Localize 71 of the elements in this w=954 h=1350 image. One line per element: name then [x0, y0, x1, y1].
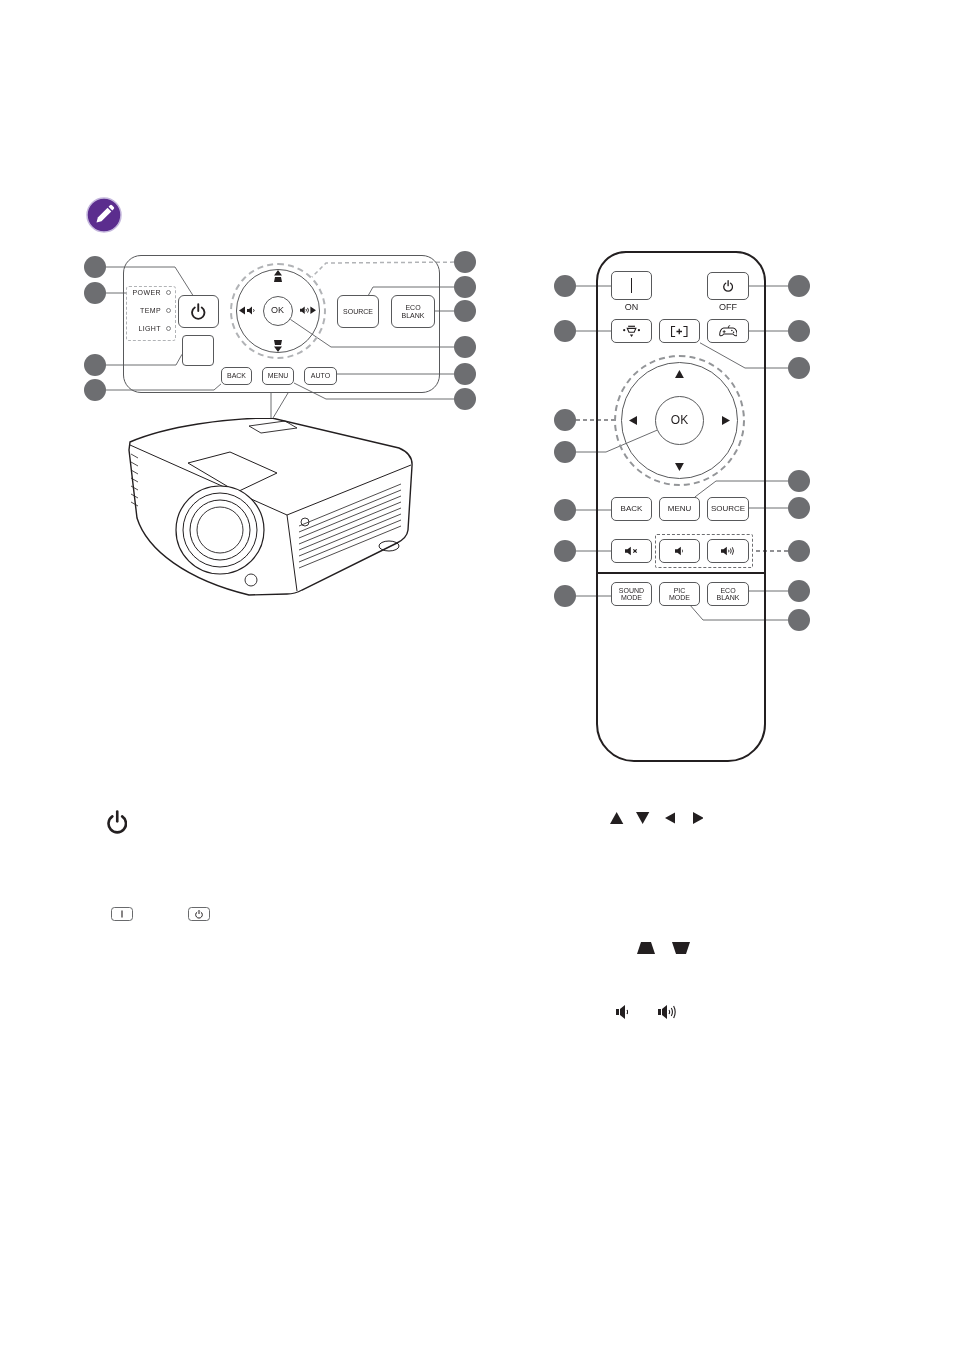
leader-line — [748, 590, 789, 592]
leader-line — [105, 353, 183, 366]
control-panel — [123, 255, 440, 393]
back-button: BACK — [611, 497, 652, 521]
volume-down-button — [658, 538, 700, 563]
leader-line — [105, 266, 194, 296]
callout-circle — [788, 357, 810, 379]
leader-line — [293, 382, 455, 400]
menu-button: MENU — [659, 497, 700, 521]
leader-line — [748, 507, 789, 509]
callout-circle — [454, 388, 476, 410]
callout-circle — [454, 276, 476, 298]
leader-line — [336, 373, 455, 375]
button-caption: OFF — [718, 302, 738, 313]
gamepad-button — [707, 319, 749, 343]
pointer-lines — [270, 392, 289, 419]
leader-line — [694, 480, 789, 498]
leader-line — [434, 310, 455, 312]
leader-line — [575, 595, 612, 597]
button-caption: ON — [623, 302, 640, 313]
callout-circle — [84, 354, 106, 376]
leader-line — [575, 550, 612, 552]
callout-circle — [84, 282, 106, 304]
leader-line — [289, 318, 455, 348]
callout-circle — [554, 499, 576, 521]
leader-line — [748, 285, 789, 287]
direction-pad — [614, 355, 745, 486]
leader-line — [575, 429, 658, 453]
leader-line — [368, 286, 455, 296]
callout-circle — [84, 256, 106, 278]
callout-circle — [554, 585, 576, 607]
callout-circle — [788, 580, 810, 602]
projector-illustration — [127, 418, 413, 596]
indicator-panel — [126, 286, 176, 341]
sensor-window — [182, 335, 214, 366]
callout-circle — [554, 275, 576, 297]
bracket-button — [659, 319, 700, 343]
callout-circle — [788, 275, 810, 297]
leader-line — [690, 605, 789, 621]
callout-circle — [454, 363, 476, 385]
callout-circle — [554, 409, 576, 431]
callout-circle — [788, 320, 810, 342]
callout-circle — [454, 336, 476, 358]
leader-line — [748, 330, 789, 332]
ok-button: OK — [262, 295, 293, 326]
leader-line — [575, 285, 612, 287]
callout-circle — [454, 251, 476, 273]
leader-line — [105, 383, 222, 391]
leader-line — [575, 330, 612, 332]
leader-line — [311, 261, 455, 278]
callout-circle — [554, 320, 576, 342]
direction-pad — [230, 263, 326, 359]
keystone-button — [611, 319, 652, 343]
callout-circle — [554, 441, 576, 463]
source-button: SOURCE — [707, 497, 749, 521]
ok-button: OK — [655, 396, 704, 445]
callout-circle — [84, 379, 106, 401]
remote-control — [596, 251, 766, 762]
power-button — [178, 295, 219, 328]
callout-circle — [788, 497, 810, 519]
callout-circle — [454, 300, 476, 322]
callout-circle — [788, 540, 810, 562]
leader-line — [105, 292, 127, 294]
callout-circle — [554, 540, 576, 562]
callout-circle — [788, 609, 810, 631]
callout-circle — [788, 470, 810, 492]
mute-button — [611, 539, 652, 563]
volume-up-button — [706, 538, 749, 563]
leader-line — [575, 419, 615, 421]
dashed-group-frame — [655, 534, 753, 568]
leader-line — [575, 509, 612, 511]
